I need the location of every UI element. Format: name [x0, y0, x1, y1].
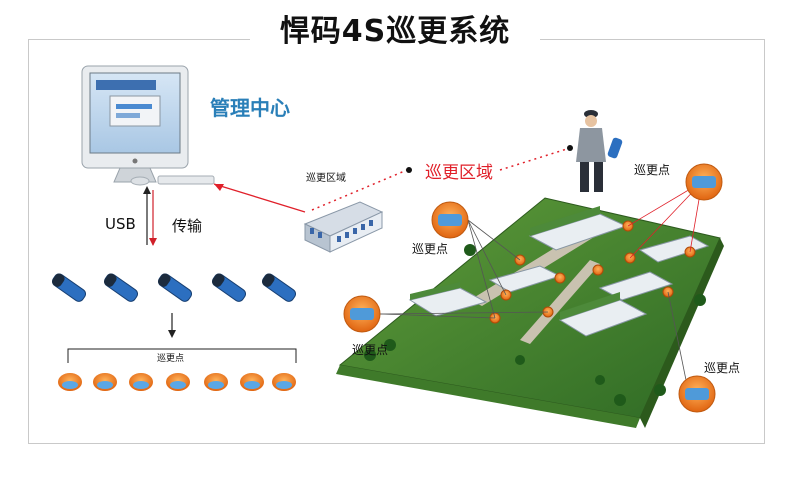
checkpoint-row-label: 巡更点 [157, 354, 185, 364]
checkpoint-icon [272, 373, 296, 391]
checkpoint-icon [166, 373, 190, 391]
checkpoint-icon [58, 373, 82, 391]
patrol-device-icon [212, 273, 247, 302]
computer-icon [81, 65, 215, 186]
checkpoint-label: 巡更点 [412, 242, 449, 256]
campus-illustration [336, 181, 724, 428]
checkpoint-icon [129, 373, 153, 391]
checkpoint-icon [431, 201, 469, 239]
arrow-down-icon [149, 238, 157, 246]
patrol-device-icon [262, 273, 297, 302]
management-center-label: 管理中心 [210, 96, 290, 120]
checkpoint-label: 巡更点 [634, 163, 671, 177]
arrow-up-icon [143, 186, 151, 194]
checkpoint-icon [93, 373, 117, 391]
checkpoint-icon [204, 373, 228, 391]
page-title: 悍码4S巡更系统 [250, 12, 540, 52]
arrow-down-icon [168, 330, 176, 338]
dotted-link [311, 169, 408, 211]
checkpoint-icon [343, 295, 381, 333]
checkpoint-icon [678, 375, 716, 413]
checkpoint-label: 巡更点 [704, 361, 741, 375]
building-icon [303, 201, 384, 253]
dotted-link-guard [499, 147, 571, 171]
patrol-device-row [52, 273, 297, 302]
patrol-device-icon [52, 273, 87, 302]
usb-label: USB [105, 215, 136, 233]
checkpoint-icon [685, 163, 723, 201]
arrow-left-icon [214, 184, 224, 191]
checkpoint-label: 巡更点 [352, 343, 389, 357]
checkpoint-row [58, 373, 296, 391]
guard-figure [576, 110, 623, 192]
patrol-device-icon [104, 273, 139, 302]
patrol-area-label: 巡更区域 [425, 163, 493, 183]
building-to-computer-arrow [213, 183, 306, 213]
checkpoint-bracket [67, 348, 297, 363]
patrol-device-icon [158, 273, 193, 302]
patrol-area-small-label: 巡更区域 [306, 173, 346, 184]
transfer-label: 传输 [172, 217, 203, 235]
checkpoint-icon [240, 373, 264, 391]
